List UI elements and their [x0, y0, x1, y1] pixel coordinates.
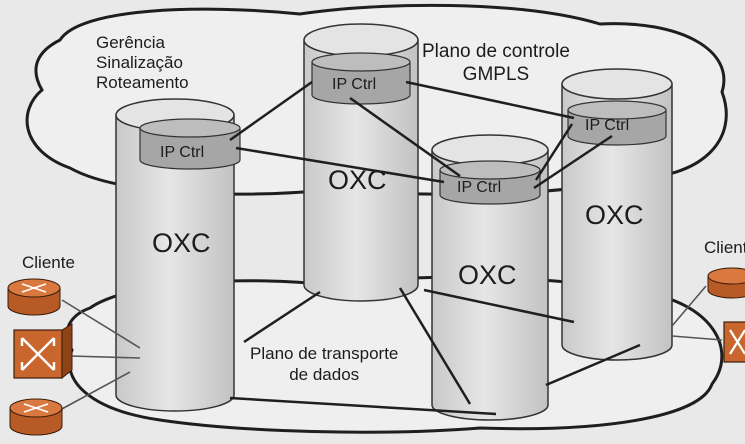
control-links — [229, 80, 613, 190]
client-label-right: Cliente — [704, 238, 745, 257]
ip-ctrl-disc-4 — [567, 110, 667, 146]
function-management: Gerência — [96, 33, 165, 52]
ip-ctrl-disc-3 — [439, 170, 541, 205]
ip-ctrl-label-2: IP Ctrl — [332, 76, 377, 93]
transport-plane-label: Plano de transporte de dados — [250, 344, 399, 384]
transport-links — [229, 287, 641, 416]
ip-ctrl-disc-1 — [139, 128, 241, 170]
control-plane-label: Plano de controle GMPLS — [422, 41, 570, 85]
oxc-label-1: OXC — [152, 228, 211, 258]
client-links — [59, 285, 723, 411]
ip-ctrl-disc-2 — [311, 62, 411, 105]
ip-ctrl-label-4: IP Ctrl — [585, 117, 630, 134]
client-label-right-clip: Cliente — [704, 238, 745, 258]
client-switch-right — [723, 321, 745, 363]
oxc-node-4 — [561, 68, 673, 361]
oxc-node-1 — [115, 98, 241, 412]
oxc-node-2 — [303, 23, 419, 302]
client-router-right — [707, 267, 745, 299]
oxc-label-4: OXC — [585, 200, 644, 230]
client-router-2 — [9, 398, 63, 436]
ip-ctrl-label-1: IP Ctrl — [160, 144, 205, 161]
oxc-node-3 — [431, 134, 549, 421]
control-functions: Gerência Sinalização Roteamento — [96, 33, 189, 93]
client-router-1 — [7, 278, 61, 316]
function-signaling: Sinalização — [96, 53, 183, 72]
client-label-left: Cliente — [22, 253, 75, 272]
ip-ctrl-label-3: IP Ctrl — [457, 179, 502, 196]
function-routing: Roteamento — [96, 73, 189, 92]
client-switch — [13, 323, 73, 380]
oxc-label-3: OXC — [458, 260, 517, 290]
oxc-label-2: OXC — [328, 165, 387, 195]
